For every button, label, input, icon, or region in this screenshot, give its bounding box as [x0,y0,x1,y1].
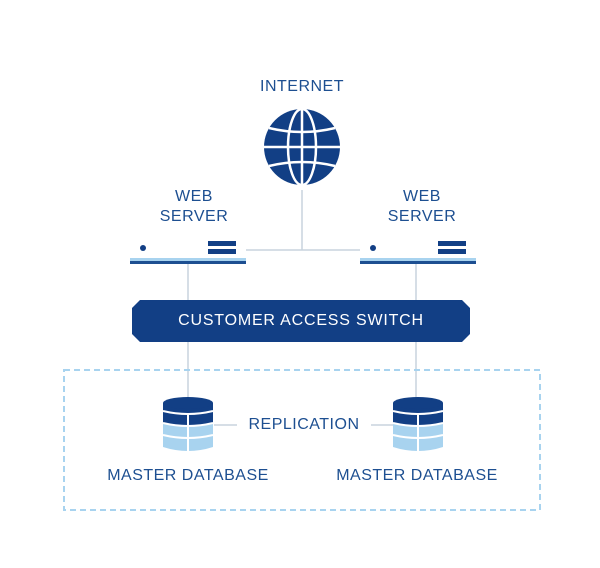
server-icon [130,241,246,264]
globe-icon [264,107,340,187]
database-icon [162,397,214,451]
web-server-label-line2: SERVER [387,208,457,225]
web-server-label-right: WEB SERVER [362,187,482,227]
web-server-label-line2: SERVER [159,208,229,225]
master-database-label-left: MASTER DATABASE [107,467,269,484]
web-server-label-left: WEB SERVER [134,187,254,227]
web-server-label-line1: WEB [403,188,441,205]
internet-label: INTERNET [260,78,344,95]
database-zone [63,369,541,511]
master-database-label-right: MASTER DATABASE [336,467,498,484]
replication-label: REPLICATION [248,416,360,433]
database-icon [392,397,444,451]
switch-bar [132,300,470,342]
server-icon [360,241,476,264]
web-server-label-line1: WEB [175,188,213,205]
switch-label: CUSTOMER ACCESS SWITCH [178,312,424,329]
